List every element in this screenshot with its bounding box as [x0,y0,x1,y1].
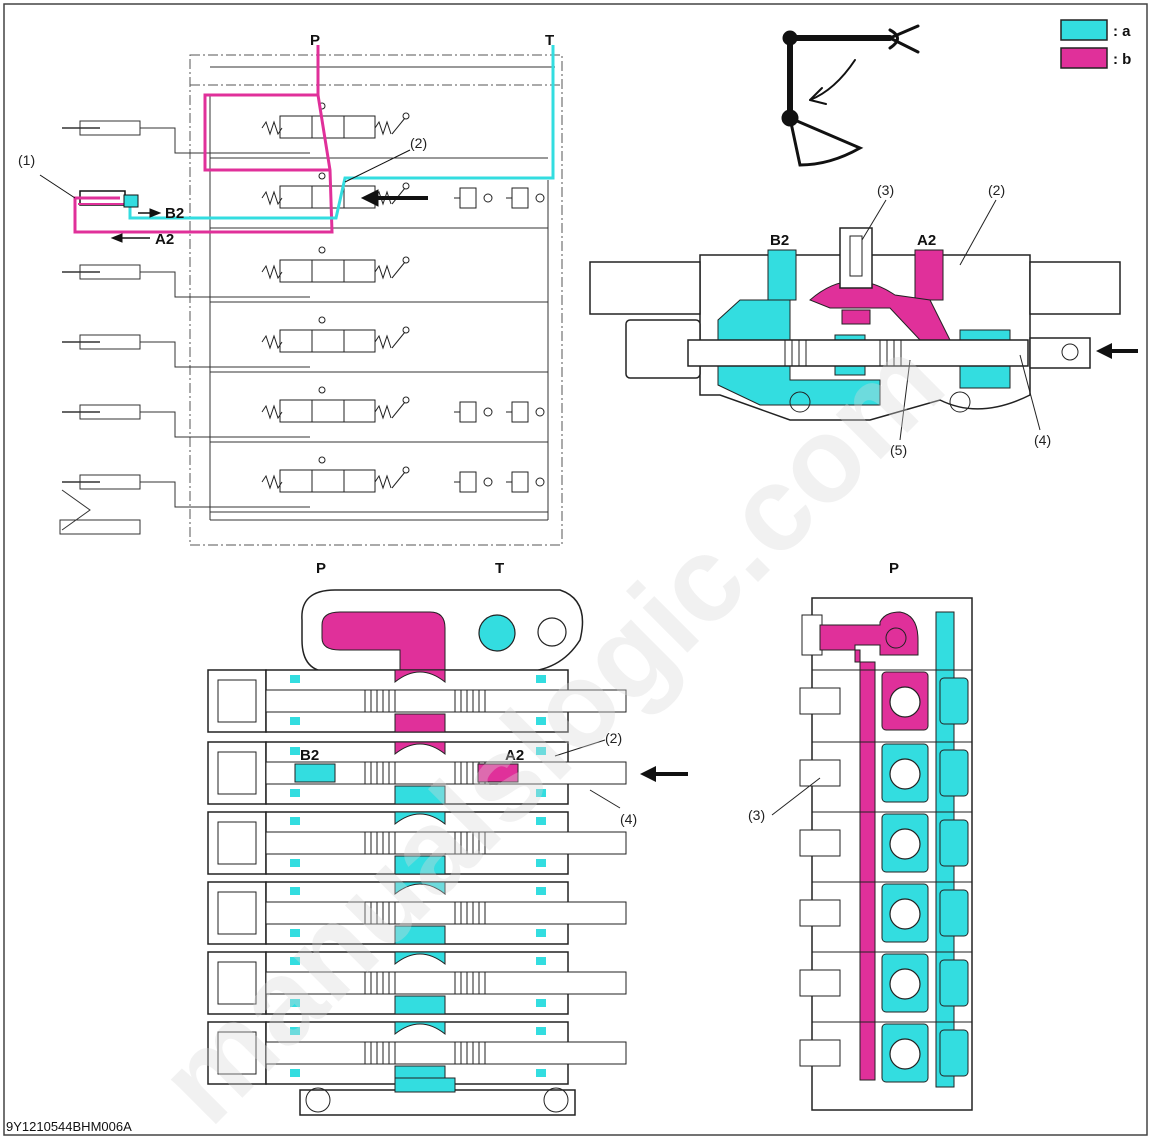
flow-arrows [39,149,428,243]
valve-section [210,102,548,159]
side-port-cell [799,741,972,803]
valve-front-view: P T B2 A2 (2) (4) [207,560,688,1116]
valve-section [210,456,548,513]
cylinder [59,519,141,535]
hydraulic-schematic: P T (1) (2) B2 A2 [18,32,563,546]
valve-section-front [207,669,627,733]
cylinders [59,120,310,535]
valve-side-view: P (3) [748,560,973,1111]
front-label-b2: B2 [300,747,319,764]
section-label-b2: B2 [770,232,789,249]
side-view-ports [799,669,972,1083]
legend-label-a: : a [1113,23,1131,40]
side-port-p: P [889,560,899,577]
front-ref-2: (2) [605,730,622,746]
schematic-port-t: T [545,32,554,49]
bucket-arm-icon [781,24,920,167]
schematic-label-b2: B2 [165,205,184,222]
legend-swatch-b [1060,47,1108,69]
side-port-cell [799,881,972,943]
valve-section-front [207,811,627,875]
side-port-cell [799,669,972,731]
legend-label-b: : b [1113,51,1131,68]
section-ref-3: (3) [877,182,894,198]
schematic-port-p: P [310,32,320,49]
section-label-a2: A2 [917,232,936,249]
figure-code: 9Y1210544BHM006A [6,1119,132,1134]
legend-swatch-a [1060,19,1108,41]
section-ref-5: (5) [890,442,907,458]
front-port-p: P [316,560,326,577]
side-port-cell [799,811,972,873]
valve-section-view: B2 A2 (3) (2) (5) (4) [589,182,1138,458]
valve-section-front [207,881,627,945]
schematic-label-a2: A2 [155,231,174,248]
valve-section-front [207,741,627,805]
active-circuit [73,45,555,234]
valve-sections [210,102,548,513]
figure-frame [3,3,1148,1136]
valve-section [210,316,548,373]
valve-section [210,386,548,443]
legend: : a : b [1060,19,1131,69]
valve-block-outline [189,54,563,546]
valve-section [210,246,548,303]
schematic-ref-2: (2) [410,135,427,151]
valve-section-front [207,951,627,1015]
side-ref-3: (3) [748,807,765,823]
schematic-ref-1: (1) [18,152,35,168]
valve-section-front [207,1021,627,1085]
front-label-a2: A2 [505,747,524,764]
side-port-cell [799,1021,972,1083]
front-ref-4: (4) [620,811,637,827]
section-ref-4: (4) [1034,432,1051,448]
front-port-t: T [495,560,504,577]
valve-section [210,172,548,229]
side-port-cell [799,951,972,1013]
section-ref-2: (2) [988,182,1005,198]
valve-sections-front [207,669,627,1085]
